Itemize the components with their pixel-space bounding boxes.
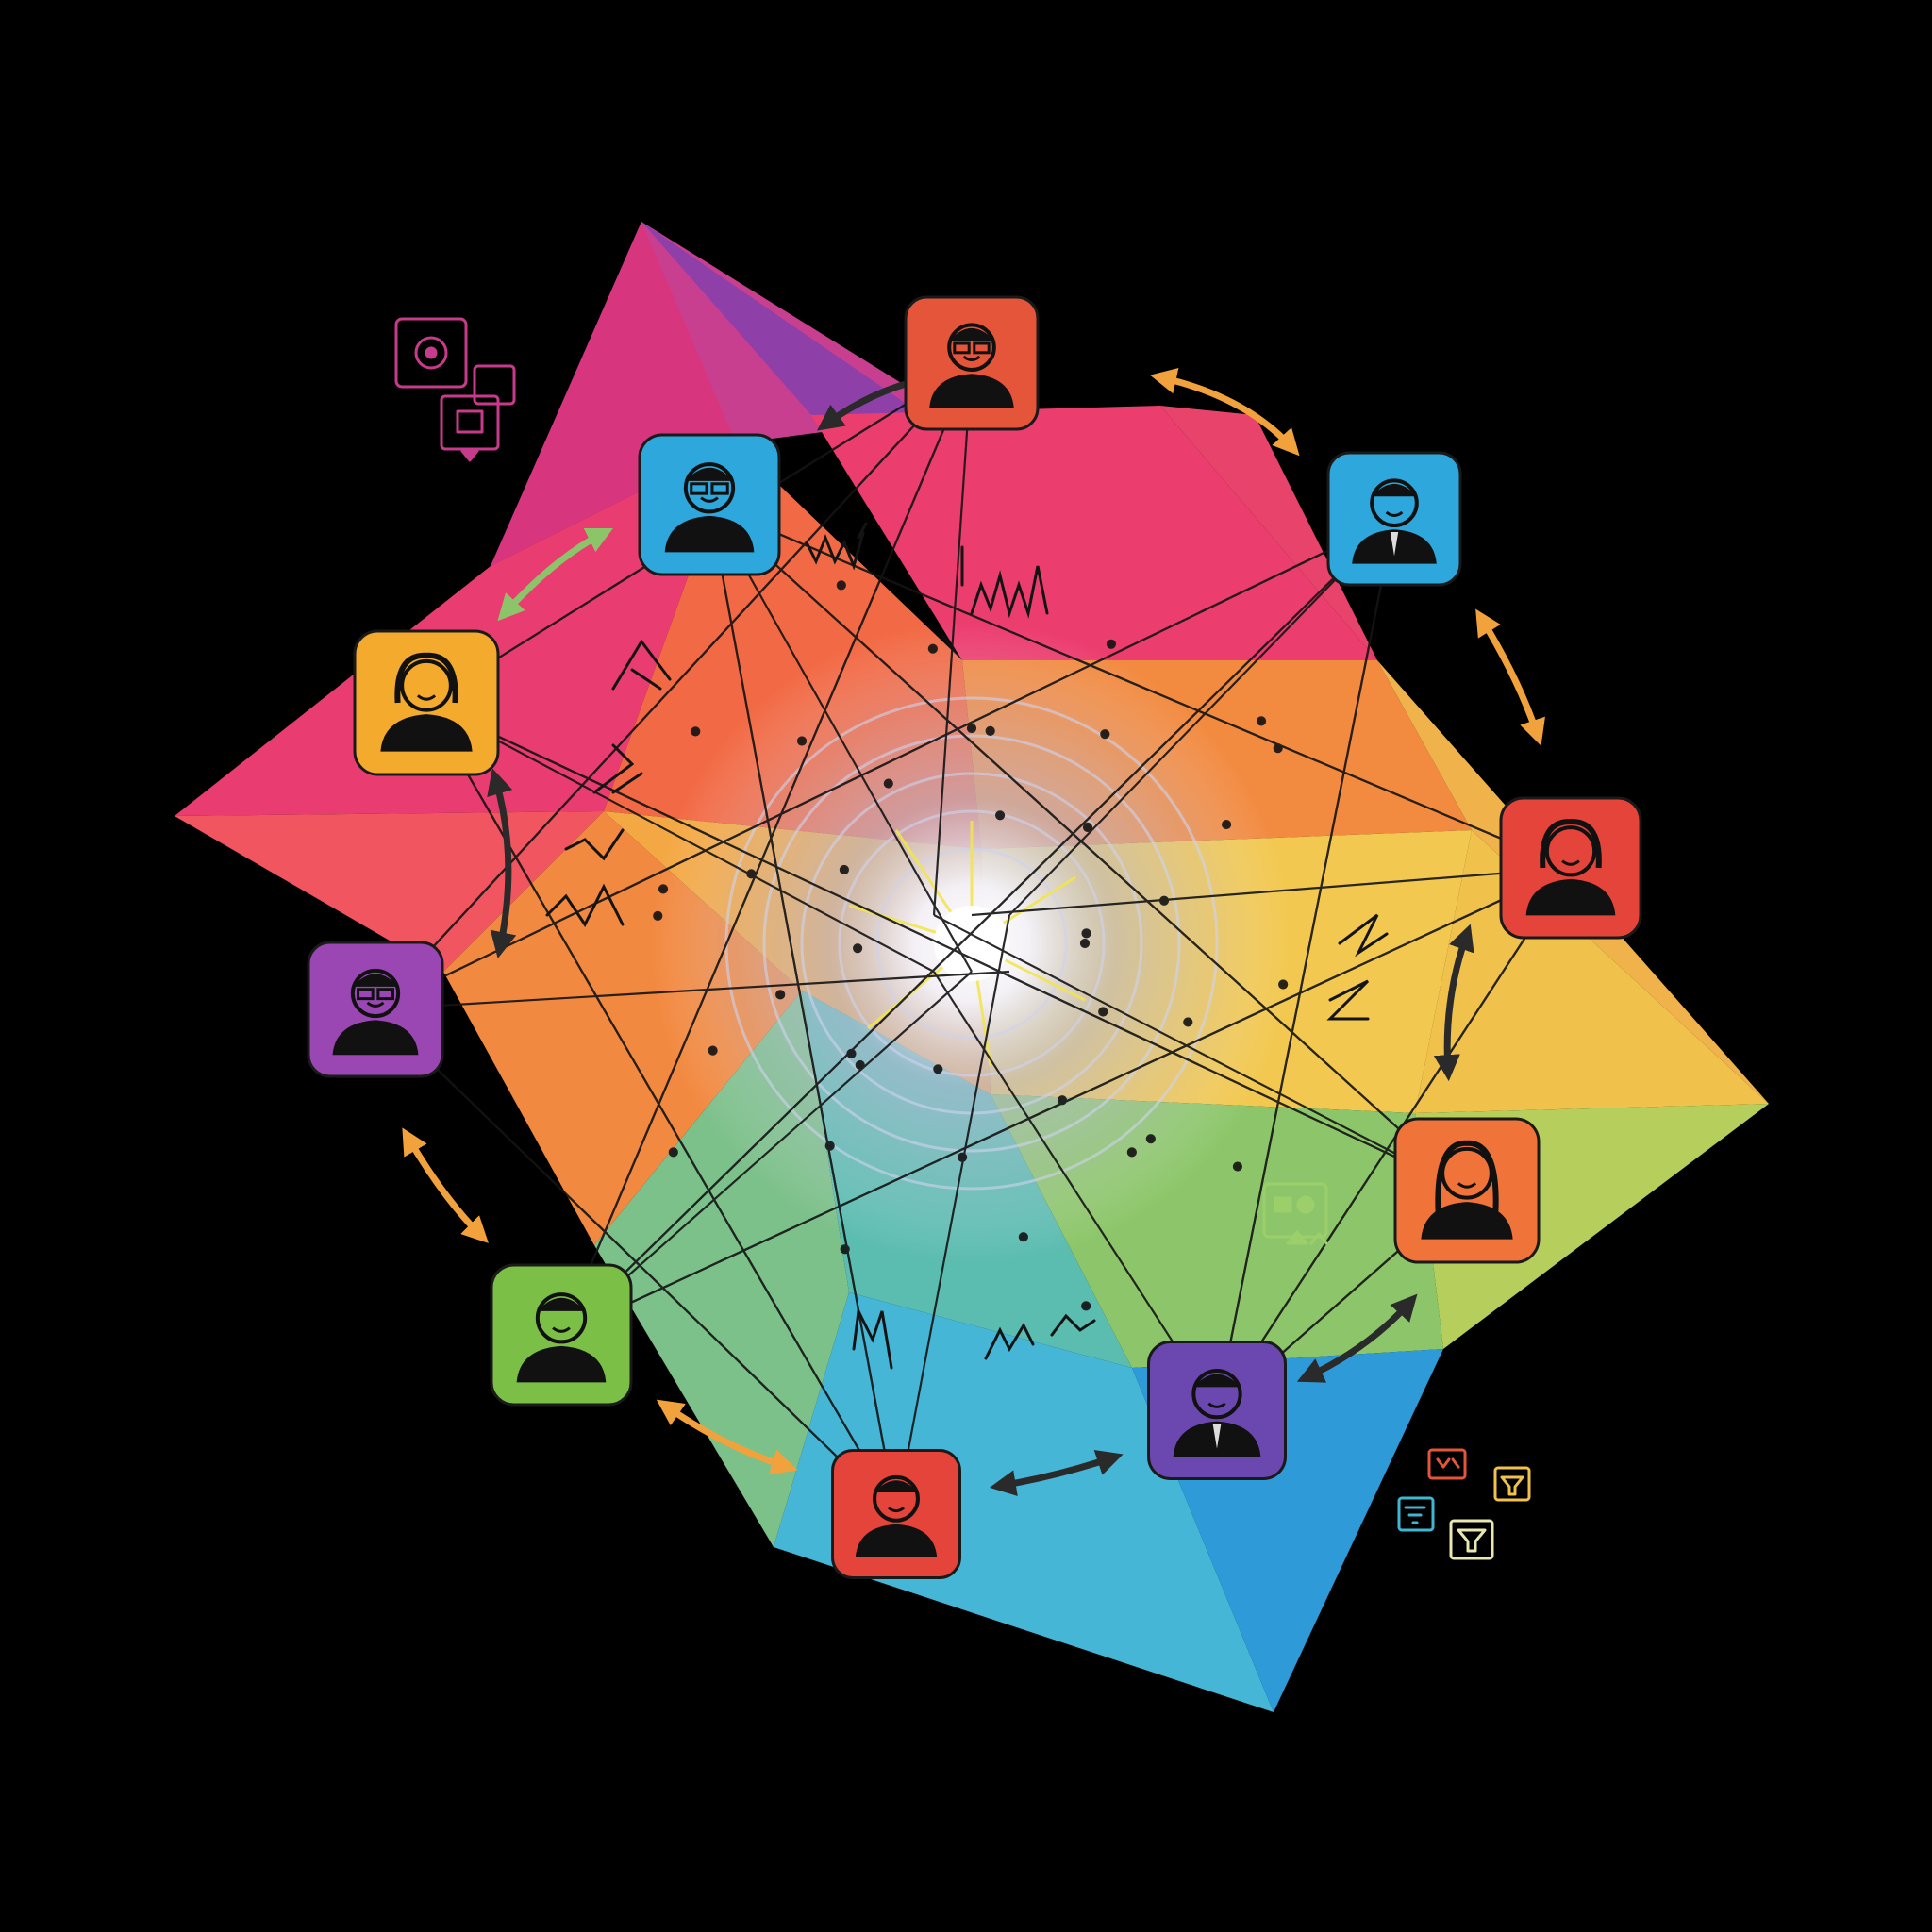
person-node-right-lower[interactable] (1393, 1117, 1541, 1264)
junction-dot (1057, 1095, 1068, 1106)
person-node-bottom[interactable] (831, 1449, 961, 1579)
connection-line (375, 970, 1010, 1011)
junction-dot (668, 1147, 678, 1158)
connection-line (375, 1008, 897, 1515)
junction-dot (1221, 819, 1232, 830)
junction-dot (1081, 928, 1091, 939)
junction-dot (1273, 743, 1283, 754)
junction-dot (1256, 716, 1267, 726)
junction-dot (994, 810, 1006, 821)
person-glasses-icon (664, 462, 755, 553)
junction-dot (1100, 729, 1110, 740)
person-glasses-icon (332, 968, 419, 1056)
person-child-icon (855, 1474, 938, 1557)
connection-line (708, 504, 898, 1515)
person-glasses-icon (929, 323, 1014, 408)
junction-dot (839, 864, 850, 875)
junction-dot (966, 723, 977, 734)
junction-dot (853, 943, 863, 954)
person-node-upper-left[interactable] (638, 433, 781, 576)
junction-dot (775, 990, 786, 1000)
person-node-left-upper[interactable] (353, 629, 500, 776)
junction-dot (1126, 1147, 1137, 1158)
junction-dot (1098, 1007, 1108, 1017)
connection-line (559, 362, 974, 1336)
connection-line (425, 702, 935, 973)
junction-dot (836, 580, 846, 591)
media-devices-icon (394, 317, 516, 462)
junction-dot (1278, 979, 1289, 990)
junction-dot (1082, 822, 1093, 833)
junction-dot (957, 1152, 968, 1162)
connection-line (560, 971, 973, 1336)
junction-dot (840, 1244, 850, 1255)
connection-line (932, 362, 974, 916)
junction-dot (708, 1045, 718, 1056)
filter-funnel-icons (1397, 1448, 1531, 1560)
junction-dot (927, 643, 938, 654)
junction-dot (846, 1048, 857, 1058)
junction-dot (1018, 1232, 1028, 1242)
person-nodes (307, 295, 1642, 1579)
junction-dot (1183, 1017, 1193, 1027)
junction-dot (1106, 639, 1117, 649)
person-woman-long-hair-icon (1421, 1140, 1513, 1240)
junction-dot (658, 884, 669, 894)
scribble-annotations (545, 522, 1389, 1370)
connection-line (708, 504, 1468, 1191)
connection-line (933, 914, 1468, 1191)
junction-dot (1232, 1161, 1243, 1172)
junction-dot (746, 869, 757, 879)
connection-lines (375, 362, 1572, 1515)
person-node-left-lower[interactable] (307, 941, 444, 1078)
junction-dot (653, 910, 663, 921)
person-woman-icon (380, 652, 473, 752)
person-child-icon (516, 1292, 607, 1383)
connection-line (375, 518, 1395, 1010)
junction-dot (796, 736, 808, 746)
central-hub-glow (651, 623, 1292, 1264)
video-camera-icon (1262, 1182, 1328, 1245)
connection-line (375, 362, 973, 1010)
person-suit-icon (1352, 478, 1437, 564)
person-suit-icon (1173, 1368, 1261, 1457)
junction-dot (933, 1064, 943, 1074)
junction-dot (985, 725, 995, 736)
connection-line (1215, 518, 1396, 1411)
connection-line (933, 971, 1218, 1411)
junction-dot (1158, 895, 1170, 906)
connection-line (560, 518, 1395, 1336)
junction-dot (855, 1059, 865, 1071)
person-node-lower-right[interactable] (1147, 1341, 1287, 1480)
person-node-right-upper[interactable] (1499, 796, 1642, 940)
junction-dot (824, 1141, 835, 1151)
junction-dot (883, 778, 893, 789)
person-node-lower-left[interactable] (490, 1263, 633, 1407)
junction-dot (1079, 938, 1091, 949)
connection-line (425, 702, 1468, 1191)
person-node-top[interactable] (904, 295, 1040, 431)
junction-dot (1145, 1134, 1156, 1144)
junction-dot (1081, 1301, 1091, 1311)
connection-line (1008, 518, 1395, 916)
person-woman-icon (1525, 819, 1616, 916)
connection-line (894, 914, 1011, 1515)
connection-line (708, 504, 973, 973)
junction-dot (691, 726, 701, 737)
person-node-upper-right[interactable] (1326, 451, 1462, 587)
connection-line (971, 866, 1572, 917)
connection-line (1216, 867, 1572, 1411)
